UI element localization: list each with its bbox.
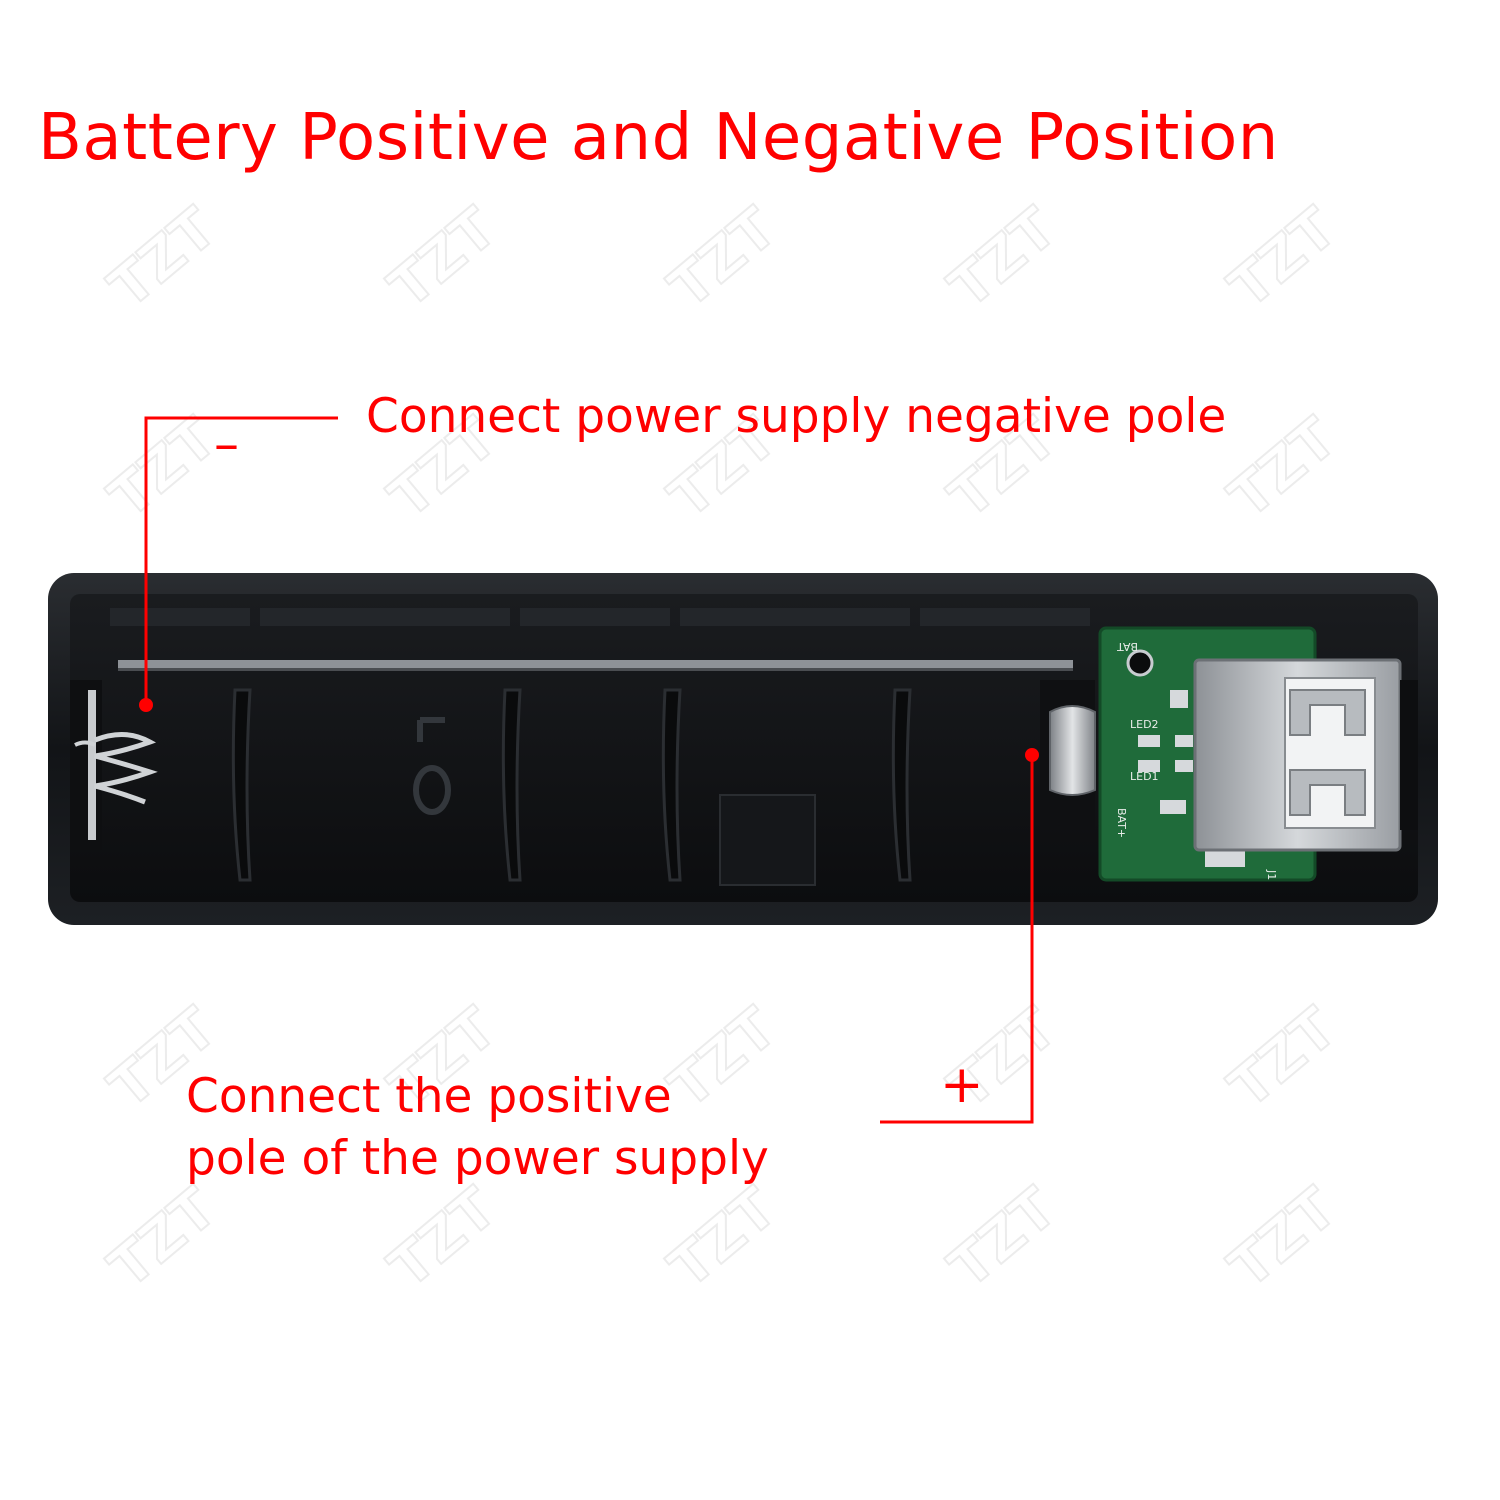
- pcb-silkscreen-bat-plus: BAT+: [1115, 808, 1128, 838]
- usb-port: [1193, 658, 1418, 852]
- positive-leader-line: [880, 760, 1034, 1124]
- watermark-mark: TZT: [1217, 406, 1348, 531]
- case-rim: [110, 608, 1090, 626]
- case-molded-mark: [413, 717, 451, 815]
- positive-pointer-dot: [1025, 748, 1039, 762]
- watermark-mark: TZT: [97, 196, 228, 321]
- pcb-silkscreen-led2: LED2: [1130, 718, 1159, 731]
- watermark-mark: TZT: [1217, 996, 1348, 1121]
- watermark-mark: TZT: [1217, 1176, 1348, 1301]
- pcb-silkscreen-bat: BAT: [1117, 640, 1138, 653]
- watermark-mark: TZT: [377, 1176, 508, 1301]
- negative-spring: [70, 680, 158, 850]
- watermark-mark: TZT: [657, 196, 788, 321]
- pcb-silkscreen-led1: LED1: [1130, 770, 1159, 783]
- pcb-silkscreen-j1: J1: [1265, 869, 1278, 880]
- watermark-mark: TZT: [97, 1176, 228, 1301]
- positive-sign: +: [940, 1055, 984, 1115]
- watermark-mark: TZT: [657, 996, 788, 1121]
- negative-leader-line: [144, 416, 338, 700]
- case-ribs: [231, 688, 912, 882]
- positive-pole-label-line-1: Connect the positive: [186, 1069, 672, 1124]
- watermark-mark: TZT: [1217, 196, 1348, 321]
- watermark-mark: TZT: [657, 1176, 788, 1301]
- negative-sign: –: [214, 415, 239, 473]
- contact-strip: [118, 660, 1073, 668]
- watermark-mark: TZT: [377, 196, 508, 321]
- watermark-mark: TZT: [97, 406, 228, 531]
- positive-pole-label-line-2: pole of the power supply: [186, 1131, 769, 1186]
- positive-tab: [1040, 680, 1096, 830]
- negative-pole-label: Connect power supply negative pole: [366, 389, 1227, 444]
- negative-pointer-dot: [139, 698, 153, 712]
- watermark-mark: TZT: [937, 196, 1068, 321]
- page-title: Battery Positive and Negative Position: [38, 101, 1279, 175]
- watermark-mark: TZT: [937, 1176, 1068, 1301]
